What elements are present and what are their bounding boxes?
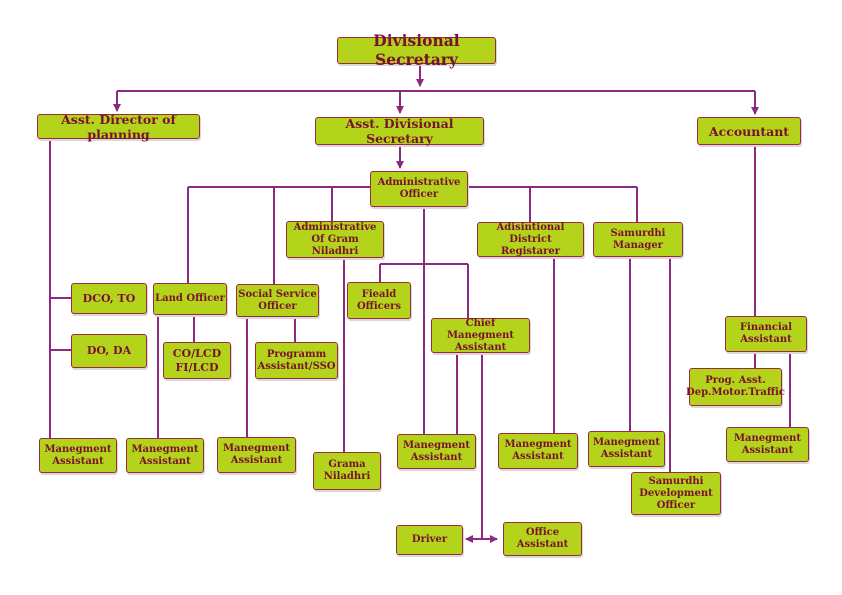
- node-office-assistant[interactable]: Office Assistant: [503, 522, 582, 556]
- node-social-service-officer[interactable]: Social Service Officer: [236, 284, 319, 317]
- node-manegment-assistant-planning[interactable]: Manegment Assistant: [39, 438, 117, 473]
- node-asst-divisional-secretary[interactable]: Asst. Divisional Secretary: [315, 116, 484, 146]
- node-manegment-assistant-samurdhi[interactable]: Manegment Assistant: [588, 431, 665, 467]
- node-administrative-officer[interactable]: Administrative Officer: [370, 171, 468, 207]
- node-dco-to[interactable]: DCO, TO: [71, 283, 147, 314]
- node-manegment-assistant-registrar[interactable]: Manegment Assistant: [498, 433, 578, 469]
- node-manegment-assistant-admin[interactable]: Manegment Assistant: [397, 434, 476, 469]
- node-accountant[interactable]: Accountant: [697, 117, 801, 145]
- node-grama-niladhri[interactable]: Grama Niladhri: [313, 452, 381, 490]
- node-chief-manegment-assistant[interactable]: Chief Manegment Assistant: [431, 318, 530, 353]
- node-programm-assistant-sso[interactable]: Programm Assistant/SSO: [255, 342, 338, 379]
- node-driver[interactable]: Driver: [396, 525, 463, 555]
- node-co-lcd-fi-lcd[interactable]: CO/LCD FI/LCD: [163, 342, 231, 379]
- node-fieald-officers[interactable]: Fieald Officers: [347, 282, 411, 319]
- node-adisintional-district-registarer[interactable]: Adisintional District Registarer: [477, 222, 584, 257]
- node-asst-director-planning[interactable]: Asst. Director of planning: [37, 112, 200, 142]
- node-do-da[interactable]: DO, DA: [71, 334, 147, 368]
- node-samurdhi-manager[interactable]: Samurdhi Manager: [593, 222, 683, 257]
- node-manegment-assistant-accounts[interactable]: Manegment Assistant: [726, 427, 809, 462]
- node-divisional-secretary[interactable]: Divisional Secretary: [337, 31, 496, 68]
- node-admin-gram-niladhri[interactable]: Administrative Of Gram Niladhri: [286, 221, 384, 258]
- node-manegment-assistant-social[interactable]: Manegment Assistant: [217, 437, 296, 473]
- node-manegment-assistant-land[interactable]: Manegment Assistant: [126, 438, 204, 473]
- node-prog-asst-dep-motor-traffic[interactable]: Prog. Asst. Dep.Motor.Traffic: [686, 368, 785, 406]
- node-samurdhi-development-officer[interactable]: Samurdhi Development Officer: [631, 472, 721, 515]
- node-financial-assistant[interactable]: Financial Assistant: [725, 316, 807, 352]
- node-land-officer[interactable]: Land Officer: [153, 283, 227, 315]
